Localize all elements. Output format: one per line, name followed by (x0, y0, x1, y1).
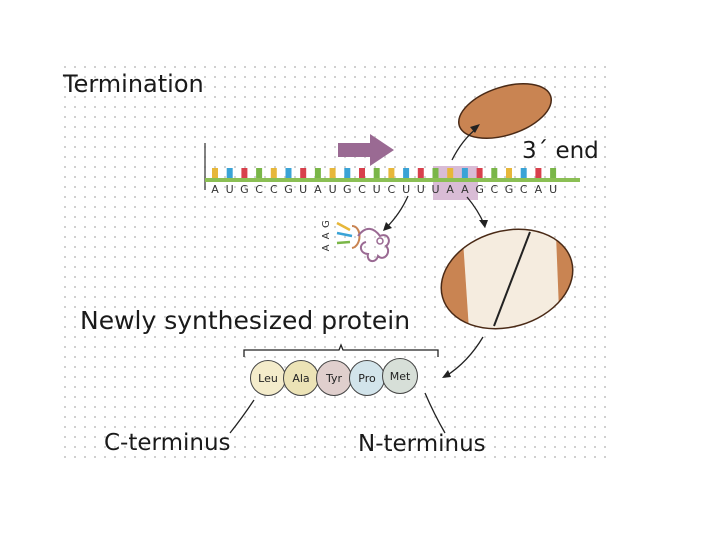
mrna-base-tick (300, 168, 307, 178)
three-prime-end-label: 3´ end (522, 138, 599, 164)
released-trna (336, 221, 390, 262)
arrow-to-trna (385, 195, 409, 229)
mrna-base-tick (270, 168, 277, 178)
arrowhead (383, 222, 392, 231)
mrna-base-tick (491, 168, 498, 178)
mrna-base-tick (359, 168, 365, 178)
n-terminus-pointer (424, 392, 446, 434)
mrna-base-tick (432, 168, 439, 178)
mrna-base-tick (403, 168, 410, 178)
mrna-base-letter: U (225, 183, 234, 196)
mrna-base-letter: C (269, 183, 278, 196)
trna-anticodon-letter: A (321, 244, 332, 252)
mrna-base-tick (447, 168, 454, 178)
mrna-base-tick (506, 168, 512, 178)
trna-anticodon-letter: A (321, 232, 332, 240)
mrna-base-letter: U (431, 183, 440, 196)
amino-acid: Ala (283, 360, 319, 396)
mrna-base-tick (226, 168, 233, 178)
mrna-base-letter: C (490, 183, 499, 196)
mrna-base-tick (241, 168, 248, 178)
mrna-base-tick (535, 168, 542, 178)
large-ribosome-subunit (458, 83, 552, 139)
c-terminus-label: C-terminus (104, 430, 231, 456)
mrna-base-letter: G (343, 183, 352, 196)
mrna-base-letter: G (504, 183, 514, 196)
mrna-base-tick (344, 168, 351, 178)
amino-acid: Met (382, 358, 418, 394)
mrna-base-letter: C (255, 183, 263, 196)
protein-bracket (243, 343, 439, 357)
mrna-base-tick (520, 168, 527, 178)
mrna-base-letter: A (446, 183, 454, 196)
mrna-base-tick (388, 168, 395, 178)
mrna-base-letter: A (211, 183, 219, 196)
mrna-base-tick (212, 168, 218, 178)
trna-anticodon-letter: G (321, 220, 332, 228)
small-ribosome-subunit (440, 214, 574, 344)
mrna-base-letter: U (402, 183, 411, 196)
mrna-base-tick (476, 168, 483, 178)
mrna-base-tick (373, 168, 380, 178)
mrna-base-tick (329, 168, 336, 178)
mrna-base-tick (314, 168, 321, 178)
mrna-base-letter: A (534, 183, 543, 196)
arrow-to-small-subunit (466, 196, 485, 225)
amino-acid: Leu (250, 360, 286, 396)
mrna-backbone (205, 178, 580, 182)
mrna-base-tick (285, 168, 292, 178)
mrna-base-letter: G (475, 183, 484, 196)
mrna-base-letter: U (328, 183, 337, 196)
diagram-title: Termination (63, 70, 204, 98)
mrna-base-tick (256, 168, 263, 178)
mrna-base-letter: C (358, 183, 366, 196)
c-terminus-pointer (229, 399, 255, 434)
mrna-base-letter: U (416, 183, 425, 196)
mrna-base-letter: U (299, 183, 308, 196)
amino-acid: Tyr (316, 360, 352, 396)
mrna-base-letter: A (314, 183, 322, 196)
arrowhead (470, 124, 480, 133)
mrna-base-tick (461, 168, 468, 178)
mrna-bases (212, 168, 557, 178)
mrna-base-letter: A (461, 183, 469, 196)
mrna-base-letter: U (372, 183, 381, 196)
mrna-base-letter: C (387, 183, 396, 196)
direction-arrow (338, 134, 394, 166)
stop-codon-highlight (433, 166, 478, 200)
mrna-base-letter: C (519, 183, 528, 196)
n-terminus-label: N-terminus (358, 431, 486, 457)
mrna-base-letter: U (549, 183, 558, 196)
arrow-to-protein (445, 336, 484, 377)
arrowhead (442, 370, 451, 378)
mrna-base-letter: G (284, 183, 293, 196)
protein-label: Newly synthesized protein (80, 306, 411, 335)
mrna-base-tick (550, 168, 557, 178)
mrna-base-letter: G (240, 183, 249, 196)
mrna-base-tick (417, 168, 424, 178)
amino-acid: Pro (349, 360, 385, 396)
arrowhead (479, 220, 488, 228)
